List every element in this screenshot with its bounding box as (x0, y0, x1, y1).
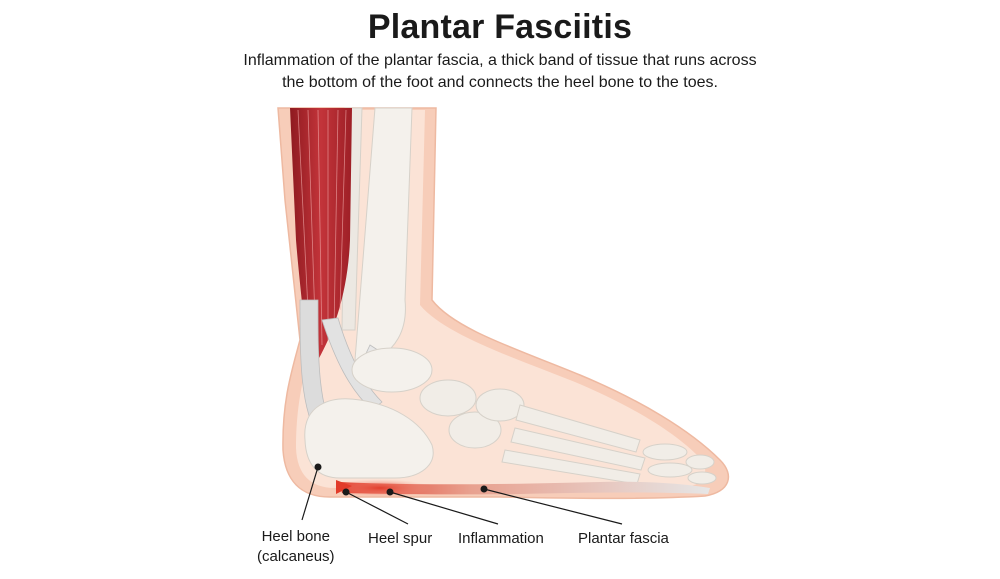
label-heel-bone: Heel bone (calcaneus) (257, 528, 335, 565)
subtitle-line-2: the bottom of the foot and connects the … (282, 74, 718, 91)
toe-bone-2 (647, 462, 693, 478)
leader-dots (314, 463, 488, 496)
toe-bone-3 (685, 454, 715, 470)
inflammation-glow (330, 479, 430, 497)
label-heel-spur: Heel spur (368, 530, 433, 547)
page-subtitle: Inflammation of the plantar fascia, a th… (0, 50, 1000, 94)
subtitle-line-1: Inflammation of the plantar fascia, a th… (243, 52, 757, 69)
cuneiform-bone (475, 388, 525, 422)
navicular-bone (419, 379, 477, 417)
talus-bone (351, 347, 433, 393)
metatarsal-2 (510, 427, 646, 471)
leader-lines (301, 466, 623, 525)
metatarsal-1 (515, 404, 641, 453)
toe-bone-1 (642, 443, 688, 461)
label-inflammation: Inflammation (458, 530, 544, 547)
toe-bone-4 (687, 471, 717, 485)
page-title: Plantar Fasciitis (367, 8, 633, 46)
label-plantar-fascia: Plantar fascia (578, 530, 669, 547)
cuboid-bone (448, 411, 502, 449)
calcaneus-bone (304, 398, 434, 479)
heel-spur (336, 480, 352, 494)
plantar-fascia-band (340, 481, 710, 495)
